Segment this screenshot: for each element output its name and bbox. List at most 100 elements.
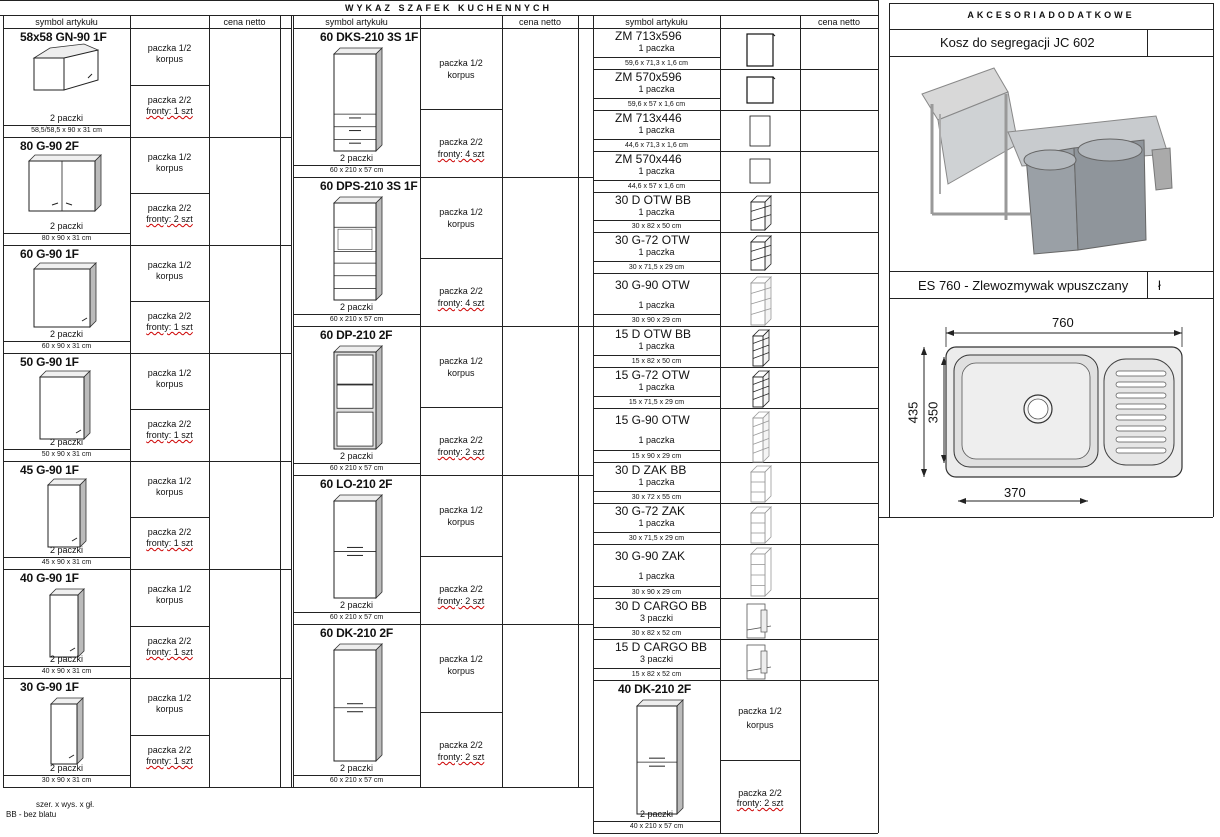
item-dimensions: 30 x 82 x 50 cm	[631, 223, 682, 230]
item-code: 30 G-72 ZAK	[615, 504, 686, 518]
item-dimensions: 30 x 82 x 52 cm	[631, 630, 682, 637]
accessory-top	[889, 3, 1213, 4]
package-1-content: korpus	[155, 163, 183, 173]
sink-width-label: 760	[1052, 315, 1074, 330]
col3-row-border	[593, 598, 878, 599]
package-1-label: paczka 1/2	[439, 58, 483, 68]
dim-divider	[593, 314, 720, 315]
dim-divider	[293, 775, 420, 776]
package-1-content: korpus	[447, 517, 475, 527]
cargo-cabinet-drawing	[746, 603, 772, 639]
open-shelf-drawing	[752, 329, 770, 367]
package-count: 1 paczka	[638, 382, 675, 392]
package-2-content: fronty: 1 szt	[146, 322, 193, 332]
package-2-label: paczka 2/2	[147, 311, 192, 321]
col3-row-border	[593, 680, 878, 681]
wall-cabinet-drawing	[49, 588, 85, 658]
package-divider	[130, 193, 209, 194]
col3-row-border	[593, 110, 878, 111]
accessory-right	[1213, 3, 1214, 517]
cabinet-dimensions: 60 x 90 x 31 cm	[41, 343, 92, 350]
package-1-label: paczka 1/2	[439, 654, 483, 664]
column-divider	[593, 15, 594, 833]
col3-row-border	[593, 273, 878, 274]
dim-divider	[593, 668, 720, 669]
sink-inner-depth-label: 350	[925, 401, 941, 424]
item-code: ZM 713x596	[615, 29, 682, 43]
open-shelf-drawing	[750, 195, 772, 231]
package-2-label: paczka 2/2	[738, 788, 782, 798]
cabinet-dimensions: 58,5/58,5 x 90 x 31 cm	[31, 127, 102, 134]
cabinet-dimensions: 60 x 210 x 57 cm	[329, 316, 384, 323]
package-1-label: paczka 1/2	[147, 260, 192, 270]
column-divider	[420, 15, 421, 787]
cabinet-dimensions: 60 x 210 x 57 cm	[329, 614, 384, 621]
package-count: 2 paczki	[339, 451, 374, 461]
dim-divider	[3, 775, 130, 776]
package-2-label: paczka 2/2	[147, 95, 192, 105]
cabinet-dimensions: 40 x 90 x 31 cm	[41, 668, 92, 675]
waste-bin-drawing	[921, 67, 1173, 255]
package-2-content: fronty: 4 szt	[437, 149, 485, 159]
item-code: 15 G-90 OTW	[615, 413, 690, 427]
wall-cabinet-drawing	[50, 697, 84, 765]
dim-divider	[293, 612, 420, 613]
dim-divider	[593, 532, 720, 533]
item-code: 30 G-72 OTW	[615, 233, 690, 247]
package-count: 1 paczka	[638, 341, 675, 351]
col3-row-border	[593, 639, 878, 640]
package-count: 1 paczka	[638, 125, 675, 135]
tall-cabinet-drawing	[333, 196, 383, 301]
item-dimensions: 15 x 82 x 52 cm	[631, 671, 682, 678]
package-1-label: paczka 1/2	[147, 584, 192, 594]
accessory-item-name: ES 760 - Zlewozmywak wpuszczany	[918, 278, 1129, 293]
package-1-content: korpus	[447, 70, 475, 80]
package-1-content: korpus	[155, 487, 183, 497]
package-count: 2 paczki	[49, 329, 84, 339]
package-divider	[130, 409, 209, 410]
package-count: 3 paczki	[639, 613, 674, 623]
package-1-content: korpus	[155, 54, 183, 64]
col1-row-border	[3, 137, 291, 138]
cabinet-code: 58x58 GN-90 1F	[20, 30, 107, 44]
col3-row-border	[593, 69, 878, 70]
package-1-label: paczka 1/2	[147, 693, 192, 703]
tall-cabinet-drawing	[333, 345, 383, 450]
dim-divider	[3, 449, 130, 450]
cabinet-code: 60 DK-210 2F	[320, 626, 393, 640]
item-code: 15 G-72 OTW	[615, 368, 690, 382]
column-divider	[720, 15, 721, 833]
item-dimensions: 15 x 90 x 29 cm	[631, 453, 682, 460]
dim-divider	[3, 125, 130, 126]
package-2-content: fronty: 1 szt	[146, 430, 193, 440]
accessory-image-divider	[889, 271, 1213, 272]
cabinet-code: 60 DPS-210 3S 1F	[320, 179, 418, 193]
col1-price-header: cena netto	[223, 17, 266, 27]
title-top-border	[0, 0, 878, 1]
column-divider	[3, 15, 4, 787]
package-2-label: paczka 2/2	[439, 740, 483, 750]
package-count: 1 paczka	[638, 477, 675, 487]
item-dimensions: 44,6 x 71,3 x 1,6 cm	[624, 142, 689, 149]
cabinet-code: 40 DK-210 2F	[618, 682, 691, 696]
open-shelf-drawing	[750, 235, 772, 271]
dim-divider	[293, 165, 420, 166]
dim-divider	[593, 396, 720, 397]
package-1-label: paczka 1/2	[738, 706, 782, 716]
accessory-bottom	[878, 517, 1213, 518]
col2-row-border	[293, 326, 593, 327]
col1-row-border	[3, 245, 291, 246]
col3-symbol-header: symbol artykułu	[625, 17, 688, 27]
dim-divider	[593, 586, 720, 587]
package-divider	[420, 556, 502, 557]
item-code: 15 D CARGO BB	[615, 640, 708, 654]
cabinet-dimensions: 60 x 210 x 57 cm	[329, 465, 384, 472]
end-shelf-drawing	[750, 547, 772, 597]
package-1-content: korpus	[155, 271, 183, 281]
item-dimensions: 15 x 82 x 50 cm	[631, 358, 682, 365]
package-divider	[720, 760, 800, 761]
package-divider	[130, 301, 209, 302]
package-count: 2 paczki	[49, 437, 84, 447]
item-code: ZM 570x446	[615, 152, 682, 166]
item-dimensions: 30 x 90 x 29 cm	[631, 317, 682, 324]
